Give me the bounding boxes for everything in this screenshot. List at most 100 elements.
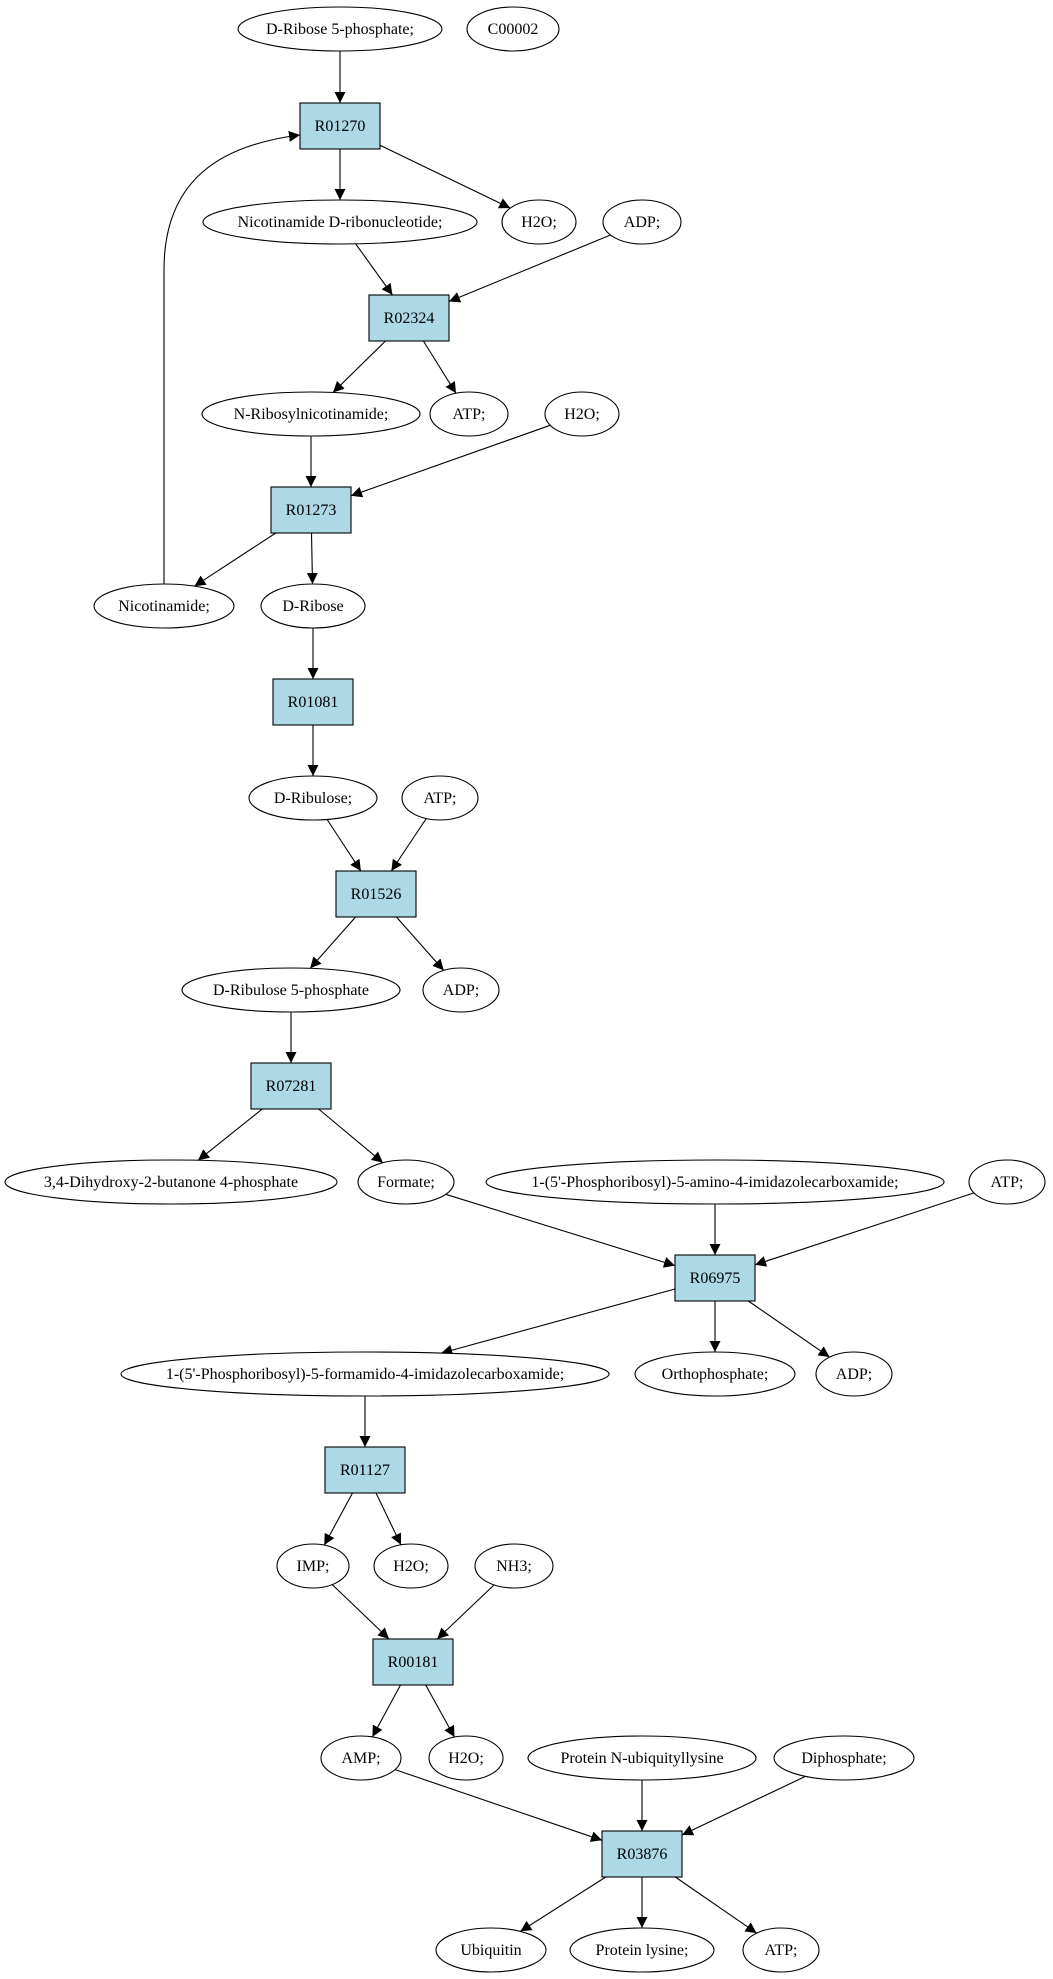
compound-ellipse: [201, 391, 421, 437]
compound-ellipse: [466, 6, 560, 52]
compound-node-c_ribose5p: D-Ribose 5-phosphate;: [237, 6, 443, 52]
compound-node-c_dribose: D-Ribose: [260, 583, 366, 629]
compound-node-c_imp: IMP;: [276, 1543, 350, 1589]
compound-node-c_plysine: Protein lysine;: [569, 1927, 715, 1973]
node-label: N-Ribosylnicotinamide;: [234, 406, 389, 423]
node-label: R03876: [617, 1846, 668, 1863]
compound-node-c_pnub: Protein N-ubiquityllysine: [527, 1735, 757, 1781]
node-label: Nicotinamide D-ribonucleotide;: [238, 214, 443, 231]
compound-ellipse: [602, 199, 682, 245]
node-label: AMP;: [341, 1750, 380, 1767]
reaction-node-r_R02324: R02324: [368, 294, 450, 342]
compound-ellipse: [248, 775, 378, 821]
node-label: Nicotinamide;: [118, 598, 210, 615]
node-label: H2O;: [448, 1750, 484, 1767]
edge-c_imp-to-r_R00181: [331, 1584, 390, 1640]
reaction-node-r_R01270: R01270: [299, 102, 381, 150]
edge-c_diphosphate-to-r_R03876: [681, 1775, 806, 1836]
compound-ellipse: [742, 1927, 820, 1973]
edge-r_R03876-to-c_atp_4: [674, 1876, 757, 1934]
edge-r_R01273-to-c_nicotinamide: [194, 532, 277, 587]
reaction-node-r_R03876: R03876: [601, 1830, 683, 1878]
reaction-node-r_R01127: R01127: [324, 1446, 406, 1494]
edge-c_h2o_2-to-r_R01273: [350, 424, 551, 498]
compound-node-c_atp_2: ATP;: [401, 775, 479, 821]
compound-node-c_adp_2: ADP;: [422, 967, 500, 1013]
node-label: 1-(5'-Phosphoribosyl)-5-formamido-4-imid…: [166, 1366, 564, 1383]
compound-ellipse: [181, 967, 401, 1013]
compound-ellipse: [435, 1927, 547, 1973]
reaction-node-r_R00181: R00181: [372, 1638, 454, 1686]
node-label: ATP;: [424, 790, 457, 807]
edge-r_R01273-to-c_dribose: [306, 532, 318, 585]
compound-ellipse: [202, 199, 478, 245]
reaction-box: [250, 1062, 332, 1110]
node-label: 3,4-Dihydroxy-2-butanone 4-phosphate: [44, 1174, 298, 1191]
compound-node-c_nrn: N-Ribosylnicotinamide;: [201, 391, 421, 437]
reaction-box: [270, 486, 352, 534]
node-label: R07281: [266, 1078, 317, 1095]
edge-c_nh3-to-r_R00181: [436, 1584, 495, 1640]
compound-ellipse: [373, 1543, 449, 1589]
node-label: D-Ribulose 5-phosphate: [213, 982, 369, 999]
compound-node-c_formate: Formate;: [357, 1159, 455, 1205]
node-label: 1-(5'-Phosphoribosyl)-5-amino-4-imidazol…: [531, 1174, 898, 1191]
edge-r_R07281-to-c_dhbp: [197, 1108, 263, 1161]
compound-ellipse: [4, 1159, 338, 1205]
node-label: R06975: [690, 1270, 741, 1287]
reaction-box: [299, 102, 381, 150]
compound-ellipse: [544, 391, 620, 437]
edge-r_R01270-to-c_h2o_1: [379, 144, 511, 209]
edge-r_R02324-to-c_nrn: [332, 340, 386, 393]
edge-r_R06975-to-c_faicar: [441, 1288, 676, 1356]
compound-node-c_h2o_2: H2O;: [544, 391, 620, 437]
reaction-box: [368, 294, 450, 342]
edge-r_R02324-to-c_atp_1: [422, 340, 457, 394]
edge-c_nicotinamide-to-r_R01270: [163, 130, 301, 584]
compound-node-c_h2o_1: H2O;: [501, 199, 577, 245]
edge-r_R01127-to-c_imp: [323, 1492, 353, 1546]
edge-r_R06975-to-c_adp_3: [747, 1300, 830, 1358]
reaction-box: [324, 1446, 406, 1494]
node-label: R01081: [288, 694, 339, 711]
compound-node-c_nicotinamide: Nicotinamide;: [93, 583, 235, 629]
node-label: ADP;: [836, 1366, 872, 1383]
node-label: Orthophosphate;: [662, 1366, 769, 1383]
compound-ellipse: [569, 1927, 715, 1973]
compound-ellipse: [968, 1159, 1046, 1205]
compound-ellipse: [501, 199, 577, 245]
compound-ellipse: [276, 1543, 350, 1589]
node-label: R02324: [384, 310, 435, 327]
compound-ellipse: [260, 583, 366, 629]
edge-r_R03876-to-c_ubiquitin: [520, 1876, 607, 1932]
compound-node-c_adp_1: ADP;: [602, 199, 682, 245]
node-label: D-Ribose: [282, 598, 343, 615]
node-label: R01127: [340, 1462, 390, 1479]
compound-node-c_h2o_3: H2O;: [373, 1543, 449, 1589]
compound-node-c_diphosphate: Diphosphate;: [773, 1735, 915, 1781]
compound-ellipse: [773, 1735, 915, 1781]
compound-ellipse: [474, 1543, 554, 1589]
compound-node-c_atp_4: ATP;: [742, 1927, 820, 1973]
node-label: D-Ribulose;: [274, 790, 352, 807]
compound-node-c_amp: AMP;: [320, 1735, 402, 1781]
reaction-node-r_R07281: R07281: [250, 1062, 332, 1110]
compound-node-c_faicar: 1-(5'-Phosphoribosyl)-5-formamido-4-imid…: [120, 1351, 610, 1397]
compound-ellipse: [422, 967, 500, 1013]
reaction-box: [601, 1830, 683, 1878]
reaction-box: [674, 1254, 756, 1302]
edge-c_atp_3-to-r_R06975: [754, 1192, 975, 1267]
node-label: D-Ribose 5-phosphate;: [266, 21, 414, 38]
reaction-node-r_R01081: R01081: [272, 678, 354, 726]
compound-ellipse: [634, 1351, 796, 1397]
node-label: ATP;: [765, 1942, 798, 1959]
edge-c_nmn-to-r_R02324: [355, 243, 393, 296]
compound-node-c_c00002: C00002: [466, 6, 560, 52]
compound-node-c_atp_3: ATP;: [968, 1159, 1046, 1205]
compound-node-c_ubiquitin: Ubiquitin: [435, 1927, 547, 1973]
edge-c_formate-to-r_R06975: [445, 1193, 676, 1268]
edge-c_adp_1-to-r_R02324: [448, 234, 611, 303]
nodes-layer: D-Ribose 5-phosphate; C00002R01270Nicotin…: [4, 6, 1046, 1973]
compound-ellipse: [120, 1351, 610, 1397]
